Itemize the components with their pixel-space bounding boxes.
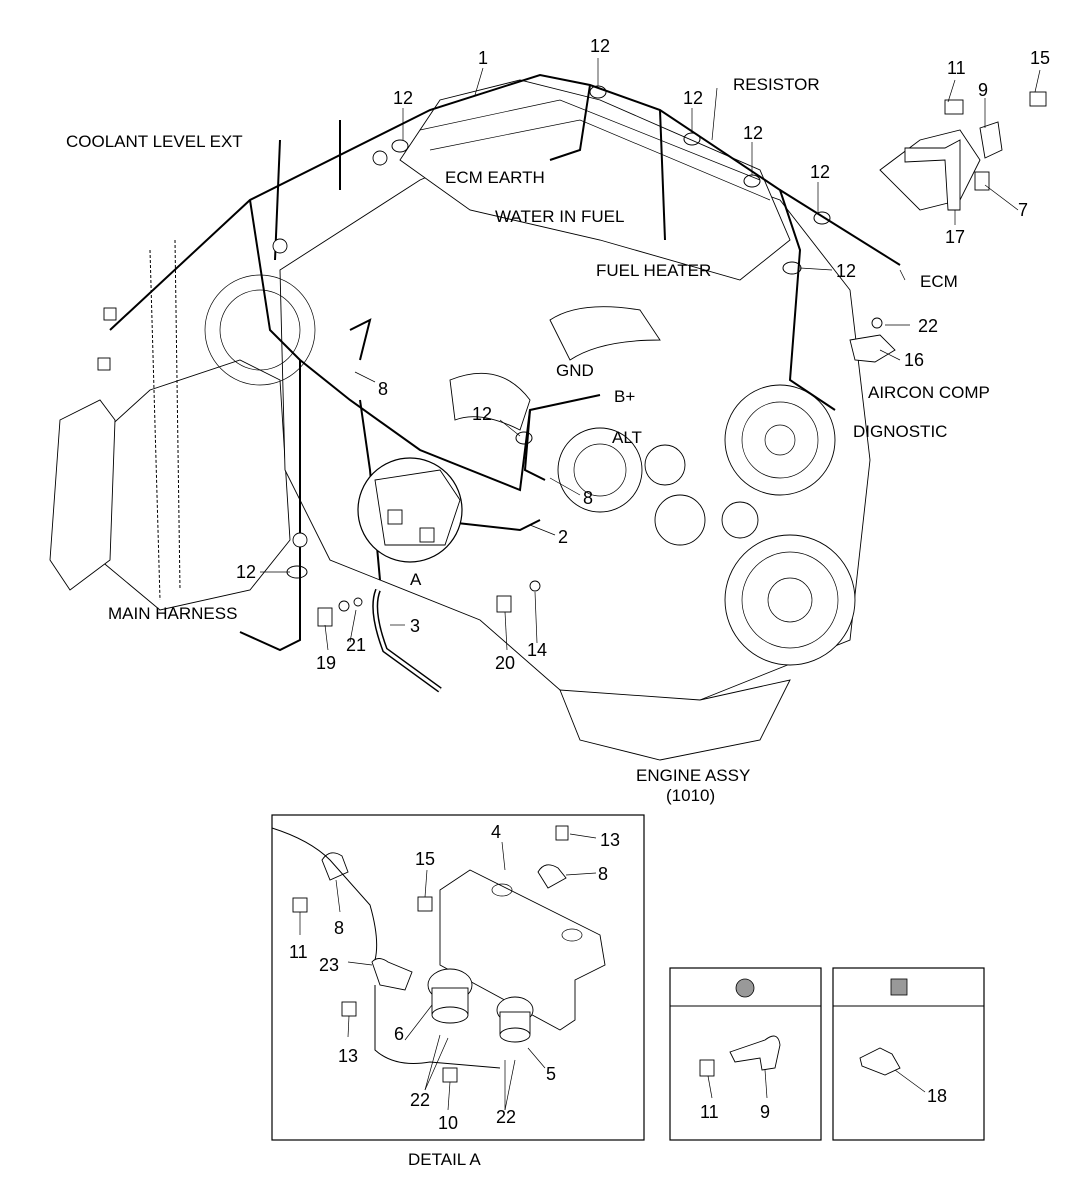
label-ecm-earth: ECM EARTH xyxy=(445,168,545,187)
label-aircon-comp: AIRCON COMP xyxy=(868,383,990,402)
part-number: 21 xyxy=(346,635,366,655)
part-number: 12 xyxy=(683,88,703,108)
label-b-plus: B+ xyxy=(614,387,635,406)
label-ecm: ECM xyxy=(920,272,958,291)
part-number: 15 xyxy=(415,849,435,869)
grommets xyxy=(97,150,388,548)
label-engine-assy-code: (1010) xyxy=(666,786,715,805)
part-number: 22 xyxy=(410,1090,430,1110)
part-number: 8 xyxy=(378,379,388,399)
detail-a-title: DETAIL A xyxy=(408,1150,481,1169)
part-number: 11 xyxy=(700,1102,719,1122)
part-number: 4 xyxy=(491,822,501,842)
part-number: 1 xyxy=(478,48,488,68)
part-number: 8 xyxy=(334,918,344,938)
label-gnd: GND xyxy=(556,361,594,380)
square-symbol-icon xyxy=(890,978,908,996)
part-number: 9 xyxy=(978,80,988,100)
clamp-ring-group xyxy=(286,85,831,579)
part-number: 23 xyxy=(319,955,339,975)
main-part-numbers: 1 12 12 12 12 12 12 11 9 15 7 17 22 16 8… xyxy=(236,36,1050,673)
label-coolant-level-ext: COOLANT LEVEL EXT xyxy=(66,132,243,151)
label-alt: ALT xyxy=(612,428,642,447)
part-number: 10 xyxy=(438,1113,458,1133)
part-number: 12 xyxy=(836,261,856,281)
detail-a-callout xyxy=(357,457,463,563)
part-number: 8 xyxy=(598,864,608,884)
part-number: 18 xyxy=(927,1086,947,1106)
part-number: 11 xyxy=(289,942,308,962)
right-brackets xyxy=(849,91,1047,363)
part-number: 2 xyxy=(558,527,568,547)
part-number: 19 xyxy=(316,653,336,673)
part-number: 9 xyxy=(760,1102,770,1122)
legend-square-box: 18 xyxy=(832,967,985,1141)
label-dignostic: DIGNOSTIC xyxy=(853,422,947,441)
part-number: 12 xyxy=(590,36,610,56)
part-number: 8 xyxy=(583,488,593,508)
part-number: 14 xyxy=(527,640,547,660)
part-number: 12 xyxy=(743,123,763,143)
part-number: 16 xyxy=(904,350,924,370)
label-resistor: RESISTOR xyxy=(733,75,820,94)
wire-harness xyxy=(109,73,901,652)
label-water-in-fuel: WATER IN FUEL xyxy=(495,207,624,226)
part-number: 5 xyxy=(546,1064,556,1084)
leader-lines xyxy=(260,58,1041,651)
part-number: 13 xyxy=(600,830,620,850)
part-number: 12 xyxy=(236,562,256,582)
legend-circle-box: 11 9 xyxy=(669,967,822,1141)
part-number: 12 xyxy=(810,162,830,182)
part-number: 22 xyxy=(496,1107,516,1127)
part-number: 22 xyxy=(918,316,938,336)
part-number: 6 xyxy=(394,1024,404,1044)
label-detail-marker: A xyxy=(410,570,422,589)
part-number: 12 xyxy=(393,88,413,108)
part-number: 20 xyxy=(495,653,515,673)
part-number: 13 xyxy=(338,1046,358,1066)
ground-strap-and-bolts xyxy=(317,580,541,693)
detail-a-box xyxy=(271,814,645,1141)
circle-symbol-icon xyxy=(735,978,755,998)
part-number: 17 xyxy=(945,227,965,247)
label-fuel-heater: FUEL HEATER xyxy=(596,261,711,280)
main-labels: COOLANT LEVEL EXT ECM EARTH WATER IN FUE… xyxy=(66,75,990,805)
part-number: 11 xyxy=(947,58,966,78)
engine-assembly xyxy=(49,79,981,761)
detail-a-part-numbers: 4 13 8 15 8 11 23 13 6 5 22 10 22 xyxy=(289,822,620,1133)
part-number: 12 xyxy=(472,404,492,424)
part-number: 3 xyxy=(410,616,420,636)
label-main-harness: MAIN HARNESS xyxy=(108,604,237,623)
label-engine-assy: ENGINE ASSY xyxy=(636,766,750,785)
part-number: 7 xyxy=(1018,200,1028,220)
part-number: 15 xyxy=(1030,48,1050,68)
